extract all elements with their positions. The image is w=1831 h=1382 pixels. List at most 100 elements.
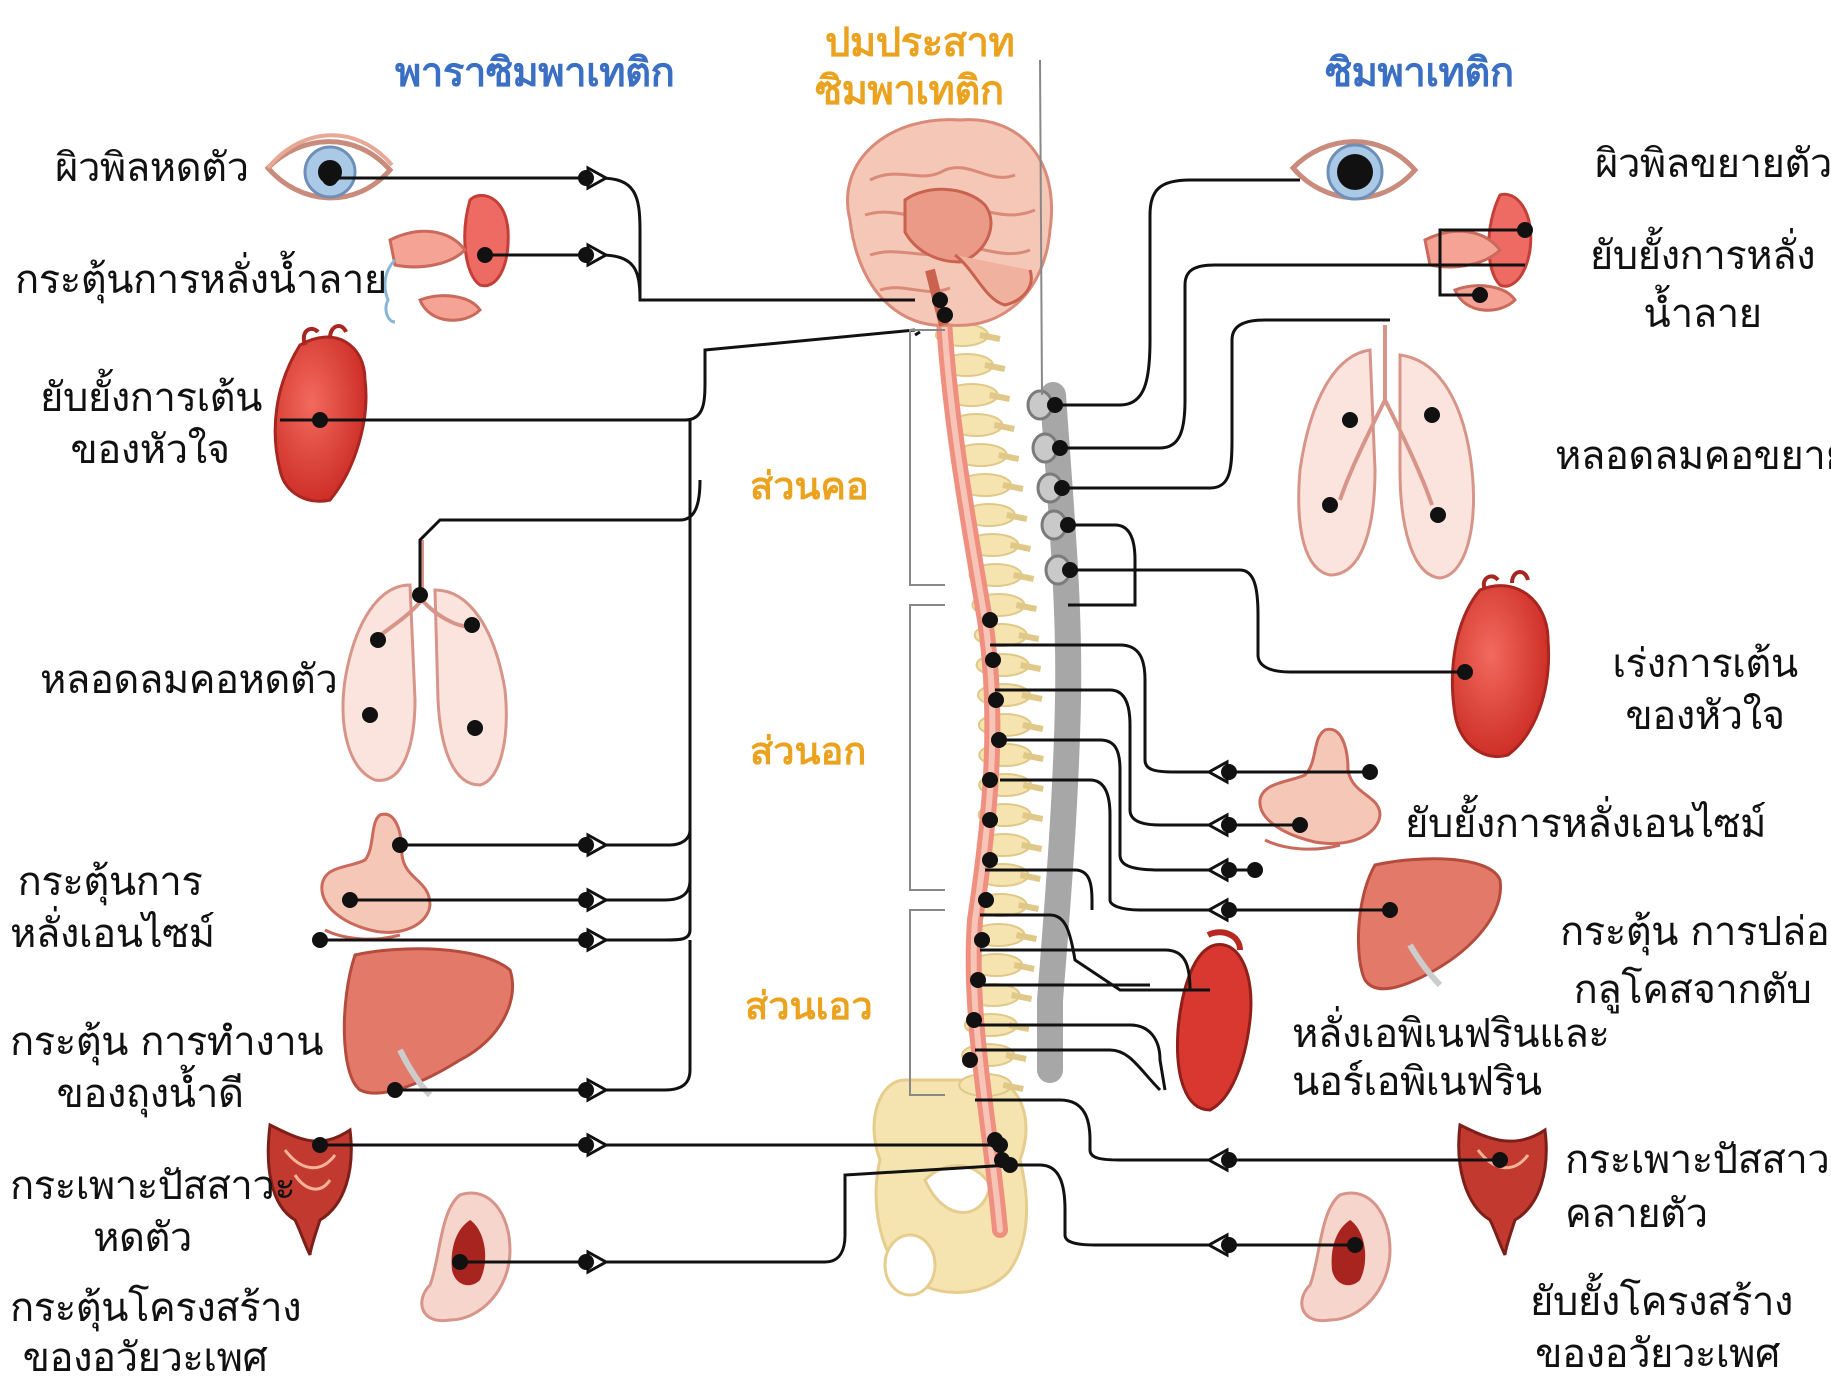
nerve-dot [452, 1254, 468, 1270]
vertebra-process [1016, 935, 1036, 939]
nerve-dot [982, 612, 998, 628]
left-heart-label-1: ยับยั้งการเต้น [40, 374, 260, 422]
right-heart-label-1: เร่งการเต้น [1600, 640, 1810, 688]
nerve-dot [578, 892, 594, 908]
vertebra-process [999, 455, 1019, 459]
nerve-dot [1221, 817, 1237, 833]
left-bladder-label-2: หดตัว [10, 1214, 275, 1262]
nerve-dot [991, 732, 1007, 748]
nerve-dot [1060, 517, 1076, 533]
nerve-dot [1472, 287, 1488, 303]
nerve-dot [982, 812, 998, 828]
right-pupil-label: ผิวพิลขยายตัว [1595, 140, 1831, 188]
sympathetic-header: ซิมพาเทติก [1325, 50, 1514, 96]
nerve-dot [392, 837, 408, 853]
region-thoracic-label: ส่วนอก [750, 720, 866, 781]
parasympathetic-header: พาราซิมพาเทติก [395, 50, 674, 96]
nerve-dot [1430, 507, 1446, 523]
vertebra-process [1010, 545, 1030, 549]
left-saliva-label: กระตุ้นการหลั่งน้ำลาย [15, 256, 387, 304]
right-adrenal-label-2: นอร์เอพิเนฟริน [1292, 1058, 1542, 1106]
vertebra-process [1019, 905, 1039, 909]
pelvis-illustration [874, 1080, 1027, 1295]
vertebra-process [1014, 965, 1034, 969]
right-enzyme-label: ยับยั้งการหลั่งเอนไซม์ [1405, 800, 1766, 848]
right-bladder-label-1: กระเพาะปัสสาวะ [1565, 1136, 1831, 1184]
nerve-dot [312, 932, 328, 948]
right-saliva-label-1: ยับยั้งการหลั่ง [1585, 232, 1820, 280]
nerve-dot [578, 247, 594, 263]
liver-icon [1358, 859, 1500, 989]
nerve-dot [1492, 1152, 1508, 1168]
nerve-dot [1292, 817, 1308, 833]
vertebra-process [1019, 635, 1039, 639]
nerve-dot [370, 632, 386, 648]
nerve-dot [932, 292, 948, 308]
nerve-dot [1362, 764, 1378, 780]
nerve-dot [464, 617, 480, 633]
vertebra-process [1020, 875, 1040, 879]
region-lumbar-label: ส่วนเอว [745, 975, 873, 1036]
nerve-dot [1062, 562, 1078, 578]
nerve-fiber [915, 332, 920, 335]
left-lung-label: หลอดลมคอหดตัว [40, 656, 337, 704]
nerve-dot [1221, 764, 1237, 780]
nerve-fiber [1070, 570, 1470, 672]
adrenal-kidney-icon [1177, 932, 1250, 1110]
vertebra-process [1003, 1085, 1023, 1089]
left-genital-label-2: ของอวัยวะเพศ [10, 1334, 280, 1382]
nerve-dot [578, 932, 594, 948]
vertebra-process [1023, 815, 1043, 819]
lungs-icon [343, 540, 506, 785]
nerve-fiber [420, 480, 700, 595]
sympathetic-ganglion-header-line1: ปมประสาท [825, 20, 1014, 66]
nerve-dot [962, 1052, 978, 1068]
nerve-dot [1424, 407, 1440, 423]
nerve-fiber [975, 1100, 1500, 1160]
nerve-dot [974, 932, 990, 948]
reproductive-organ-icon [1302, 1193, 1390, 1321]
nerve-dot [467, 720, 483, 736]
nerve-dot [578, 837, 594, 853]
vertebra-process [1022, 695, 1042, 699]
liver-icon [344, 949, 512, 1095]
nerve-dot [988, 692, 1004, 708]
left-enzyme-label-2: หลั่งเอนไซม์ [10, 910, 210, 958]
right-adrenal-label-1: หลั่งเอพิเนฟรินและ [1292, 1010, 1609, 1058]
vertebra-process [1012, 995, 1032, 999]
nerve-fiber [280, 330, 915, 420]
vertebra-process [990, 395, 1010, 399]
vertebra-process [980, 335, 1000, 339]
brain-illustration [848, 120, 1052, 326]
right-lung-label: หลอดลมคอขยาย [1555, 432, 1831, 480]
left-pupil-label: ผิวพิลหดตัว [55, 144, 249, 192]
nerve-dot [1054, 480, 1070, 496]
nerve-dot [312, 1137, 328, 1153]
nerve-dot [578, 1254, 594, 1270]
nerve-dot [578, 1137, 594, 1153]
nerve-dot [1342, 412, 1358, 428]
left-heart-label-2: ของหัวใจ [40, 426, 260, 474]
nerve-dot [994, 1152, 1010, 1168]
nerve-dot [312, 412, 328, 428]
right-genital-label-1: ยับยั้งโครงสร้าง [1530, 1278, 1785, 1326]
nerve-dot [1322, 497, 1338, 513]
nerve-dot [578, 170, 594, 186]
lungs-icon [1299, 325, 1474, 578]
left-bladder-label-1: กระเพาะปัสสาวะ [10, 1162, 275, 1210]
stomach-icon [322, 814, 430, 939]
nerve-dot [982, 772, 998, 788]
nerve-dot [1247, 862, 1263, 878]
vertebra-process [1016, 605, 1036, 609]
nerve-dot [970, 972, 986, 988]
nerve-dot [578, 1082, 594, 1098]
nerve-dot [1347, 170, 1363, 186]
vertebra-process [1003, 485, 1023, 489]
stomach-icon [1260, 729, 1380, 849]
sympathetic-ganglion-header-line2: ซิมพาเทติก [815, 68, 1004, 114]
nerve-dot [477, 247, 493, 263]
nerve-dot [1221, 1237, 1237, 1253]
vertebra-process [1021, 665, 1041, 669]
central-nervous-system [848, 120, 1070, 1295]
eye-icon [268, 135, 392, 198]
